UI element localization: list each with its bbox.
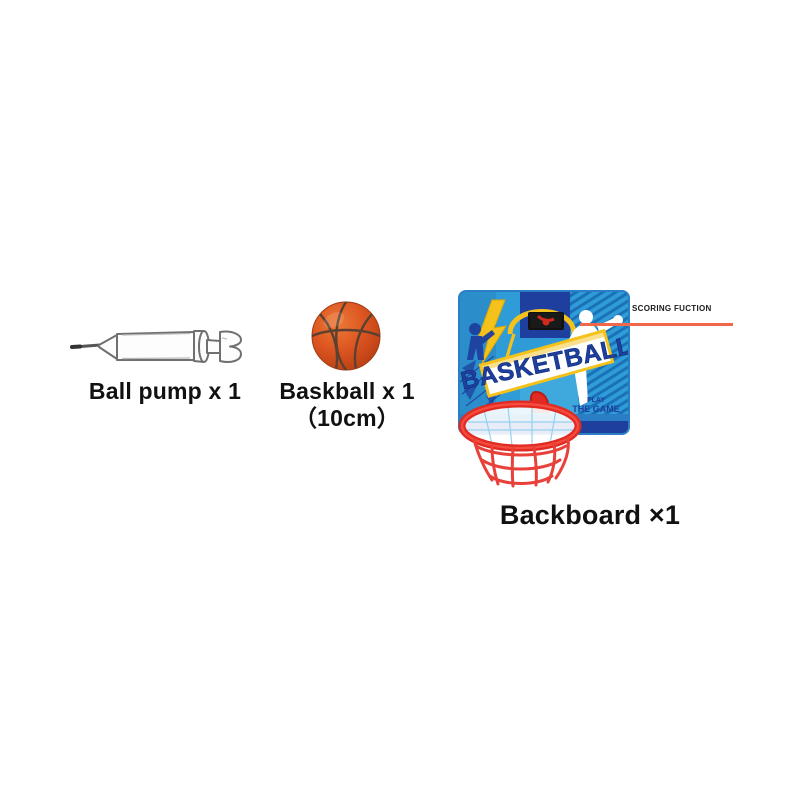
backboard-caption: Backboard ×1 (420, 500, 760, 532)
callout-leader-line (580, 323, 733, 326)
basketball-caption-text: Baskball x 1 (279, 378, 415, 404)
ball-pump-caption-text: Ball pump x 1 (88, 378, 242, 404)
component-backboard: BASKETBALL PLAY THE GAME (440, 280, 740, 530)
component-ball-pump (70, 318, 260, 433)
basketball-caption: Baskball x 1 （10cm） (272, 378, 422, 432)
component-basketball (272, 300, 422, 440)
basketball-icon (310, 300, 382, 372)
ball-pump-caption: Ball pump x 1 (70, 378, 260, 405)
backboard-tagline-line2: THE GAME (572, 404, 620, 414)
ball-pump-icon (70, 318, 260, 373)
backboard-caption-text: Backboard ×1 (499, 500, 681, 530)
backboard-tagline-line1: PLAY (587, 397, 605, 404)
callout-label: SCORING FUCTION (632, 304, 712, 313)
basketball-size-text: （10cm） (293, 405, 401, 432)
hoop-net-icon (458, 388, 608, 498)
